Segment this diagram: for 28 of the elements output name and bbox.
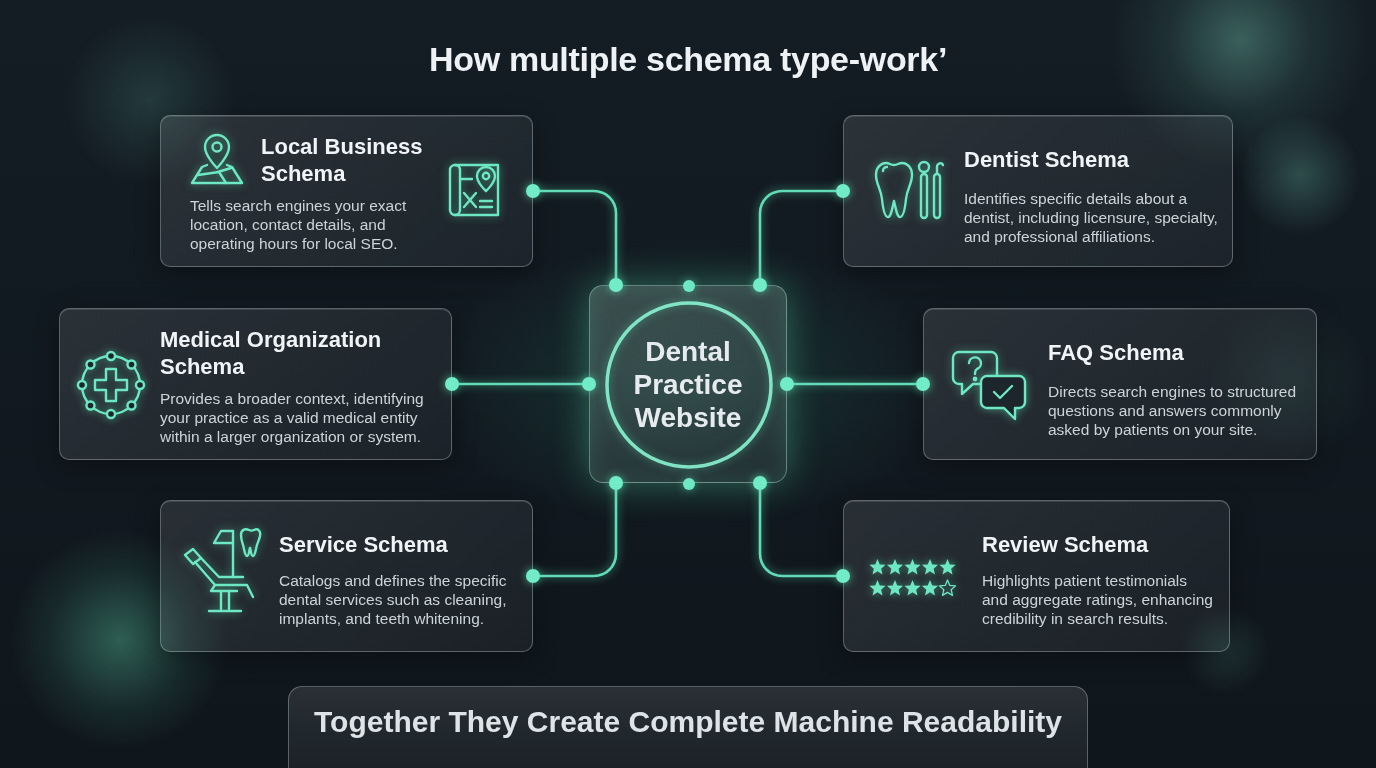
schema-card [160, 500, 533, 652]
card-title: Local Business Schema [261, 133, 424, 187]
connector-line [526, 184, 623, 292]
connector-line [445, 377, 596, 391]
page-title: How multiple schema type-work’ [428, 40, 948, 79]
card-title: Service Schema [279, 531, 448, 558]
card-title: FAQ Schema [1048, 339, 1184, 366]
card-title: Review Schema [982, 531, 1149, 558]
card-title: Medical Organization Schema [160, 326, 383, 380]
schema-card [59, 308, 452, 460]
schema-card [160, 115, 533, 267]
card-description: Tells search engines your exact location, contact details, and operating hours for local SEO. [190, 196, 408, 253]
schema-card [923, 308, 1317, 460]
card-description: Highlights patient testimonials and aggregate ratings, enhancing credibility in search results. [982, 571, 1214, 628]
card-description: Identifies specific details about a dentist, including licensure, specialty, and professional affiliations. [964, 189, 1219, 246]
connector-line [526, 476, 623, 583]
banner-text: Together They Create Complete Machine Readability [314, 704, 1062, 740]
schema-card [843, 500, 1230, 652]
schema-card [843, 115, 1233, 267]
card-title: Dentist Schema [964, 146, 1130, 173]
connector-line [753, 476, 850, 583]
hub-label: Dental Practice Website [633, 334, 743, 434]
card-description: Directs search engines to structured questions and answers commonly asked by patients on your site. [1048, 382, 1298, 439]
connector-line [753, 184, 850, 292]
connector-line [780, 377, 930, 391]
summary-banner [288, 686, 1088, 768]
card-description: Catalogs and defines the specific dental services such as cleaning, implants, and teeth whitening. [279, 571, 508, 628]
card-description: Provides a broader context, identifying your practice as a valid medical entity within a larger organization or system. [160, 389, 425, 446]
